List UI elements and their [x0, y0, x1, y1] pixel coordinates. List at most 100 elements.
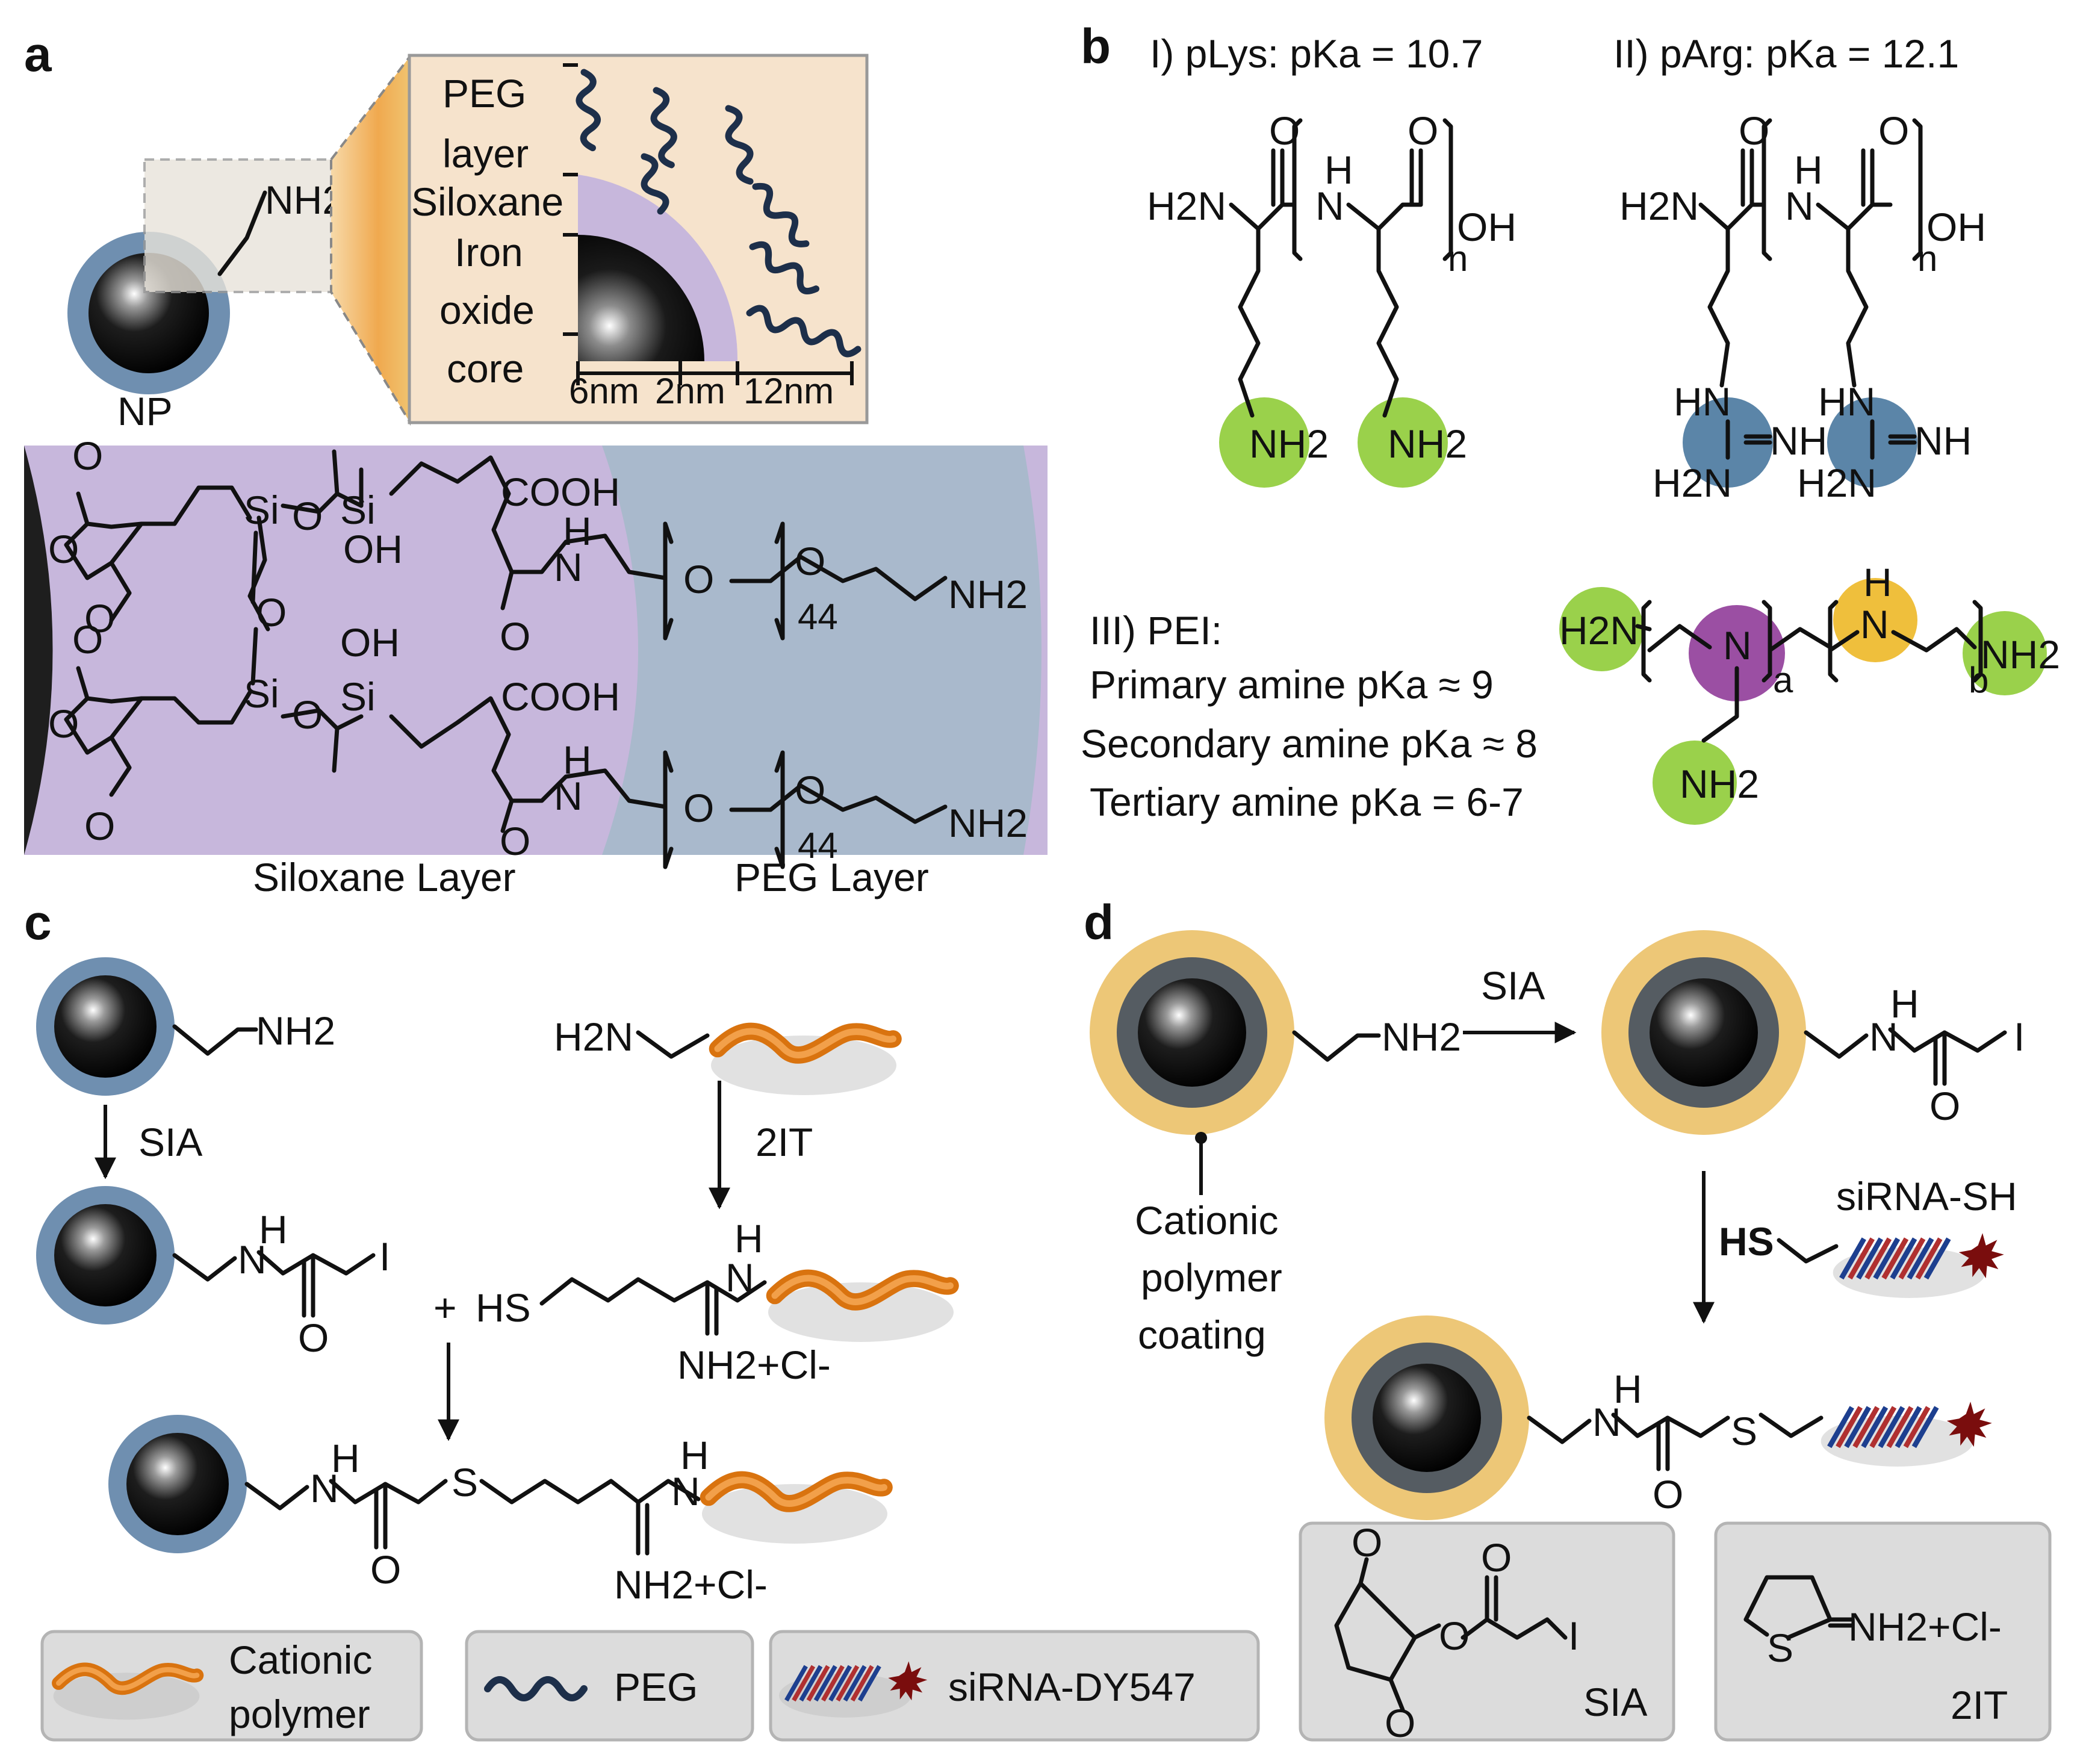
iron-core-quadrant [578, 235, 704, 361]
svg-text:OH: OH [340, 620, 400, 665]
zoom-flare [330, 54, 411, 426]
legend-peg-icon [484, 1676, 588, 1701]
d-sirna-reagent [1833, 1233, 2004, 1298]
svg-text:NH2: NH2 [948, 572, 1028, 616]
np-label: NP [117, 389, 173, 433]
svg-text:N: N [1869, 1014, 1898, 1059]
svg-text:O: O [1653, 1472, 1683, 1517]
svg-text:N: N [1315, 184, 1344, 228]
svg-text:O: O [1439, 1613, 1470, 1658]
svg-text:O: O [72, 433, 103, 478]
svg-text:S: S [452, 1460, 478, 1505]
svg-text:O: O [84, 596, 115, 641]
svg-text:n: n [1917, 238, 1937, 279]
svg-text:O: O [370, 1547, 401, 1592]
svg-text:H: H [563, 738, 592, 782]
panel-b-label: b [1081, 19, 1111, 74]
np-surface-edge [24, 446, 53, 855]
panel-b: b I) pLys: pKa = 10.7 II) pArg: pKa = 12… [1081, 19, 2060, 825]
svg-text:O: O [84, 804, 115, 848]
svg-text:HN: HN [1674, 379, 1731, 424]
svg-text:N: N [1723, 623, 1752, 668]
d-coating-1: Cationic [1135, 1198, 1278, 1243]
svg-text:O: O [500, 819, 530, 863]
d-np-amine: NH2 [1382, 1014, 1461, 1059]
svg-text:H: H [1324, 148, 1353, 192]
svg-text:H: H [734, 1216, 763, 1261]
c-amidinium-1: NH2+Cl- [677, 1343, 831, 1387]
legend-peg [465, 1630, 754, 1742]
c-cationic-polymer-2 [768, 1278, 954, 1342]
c-amidinium-2: NH2+Cl- [614, 1562, 768, 1607]
svg-text:N: N [1592, 1400, 1621, 1444]
svg-text:O: O [1878, 108, 1909, 153]
svg-text:NH2: NH2 [1249, 421, 1329, 466]
svg-text:COOH: COOH [501, 470, 620, 514]
svg-text:O: O [500, 614, 530, 659]
svg-text:NH2: NH2 [948, 801, 1028, 845]
svg-text:N: N [671, 1469, 700, 1514]
legend-2it-label: 2IT [1951, 1683, 2008, 1727]
c-sia-reagent: SIA [138, 1120, 202, 1164]
svg-text:H2N: H2N [1653, 461, 1732, 505]
pei-structure: H2N N a H N b NH2 NH2 [1559, 560, 2060, 825]
svg-text:Si: Si [244, 488, 279, 532]
panel-a-label: a [24, 27, 52, 82]
d-sirna-sh: siRNA-SH [1836, 1174, 2017, 1219]
d-thiol: HS [1719, 1219, 1774, 1264]
svg-text:O: O [795, 539, 825, 583]
svg-text:O: O [1408, 108, 1438, 153]
svg-text:NH: NH [1914, 418, 1972, 463]
panel-d-label: d [1084, 895, 1114, 950]
svg-text:N: N [238, 1237, 267, 1282]
c-polymer-amine: H2N [554, 1014, 633, 1059]
legend-cationic-2: polymer [229, 1692, 370, 1736]
zoom-selection-box [143, 158, 332, 293]
svg-text:O: O [48, 527, 79, 571]
svg-text:OH: OH [343, 527, 403, 571]
svg-text:O: O [1352, 1520, 1382, 1565]
iron-label-2: oxide [439, 288, 535, 332]
svg-text:H: H [563, 509, 592, 553]
iron-label-1: Iron [455, 230, 523, 275]
siloxane-layer-label: Siloxane Layer [253, 855, 516, 899]
svg-text:I: I [1568, 1613, 1579, 1658]
svg-text:H: H [259, 1207, 288, 1252]
parg-title: II) pArg: pKa = 12.1 [1613, 31, 1959, 76]
svg-text:HN: HN [1818, 379, 1875, 424]
peg-layer-label-2: layer [442, 131, 529, 176]
svg-text:a: a [1773, 660, 1793, 700]
legend-sirna-label: siRNA-DY547 [948, 1665, 1196, 1709]
svg-text:H: H [1890, 981, 1919, 1026]
svg-text:OH: OH [1457, 205, 1516, 249]
d-coating-3: coating [1138, 1312, 1266, 1357]
svg-text:O: O [1385, 1701, 1415, 1745]
svg-text:O: O [795, 768, 825, 812]
svg-text:N: N [725, 1255, 754, 1300]
svg-text:H: H [680, 1433, 709, 1477]
c-plus: + [433, 1285, 457, 1330]
svg-text:O: O [48, 701, 79, 746]
svg-text:O: O [683, 557, 714, 601]
legend-cationic-1: Cationic [229, 1638, 372, 1682]
svg-text:NH2: NH2 [1680, 762, 1759, 806]
svg-text:OH: OH [1926, 205, 1986, 249]
panel-c: c NH2 H2N SIA 2IT H N O I + HS H N NH2+C… [24, 895, 1260, 1742]
c-cationic-polymer-1 [711, 1031, 896, 1095]
svg-text:O: O [292, 692, 323, 737]
svg-text:I: I [379, 1234, 390, 1279]
svg-text:b: b [1969, 660, 1988, 700]
svg-text:N: N [554, 774, 583, 818]
panel-a: a NH2 NP PEG [24, 27, 1048, 899]
si-o-si-bridge [250, 530, 258, 686]
svg-text:Si: Si [340, 674, 376, 719]
dim-2nm: 2nm [655, 371, 725, 411]
svg-text:O: O [256, 590, 287, 635]
svg-text:H: H [1863, 560, 1892, 604]
svg-text:NH: NH [1770, 418, 1827, 463]
pei-tertiary: Tertiary amine pKa = 6-7 [1090, 780, 1524, 824]
siloxane-label: Siloxane [411, 179, 563, 224]
svg-text:Si: Si [244, 671, 279, 716]
dim-12nm: 12nm [743, 371, 834, 411]
